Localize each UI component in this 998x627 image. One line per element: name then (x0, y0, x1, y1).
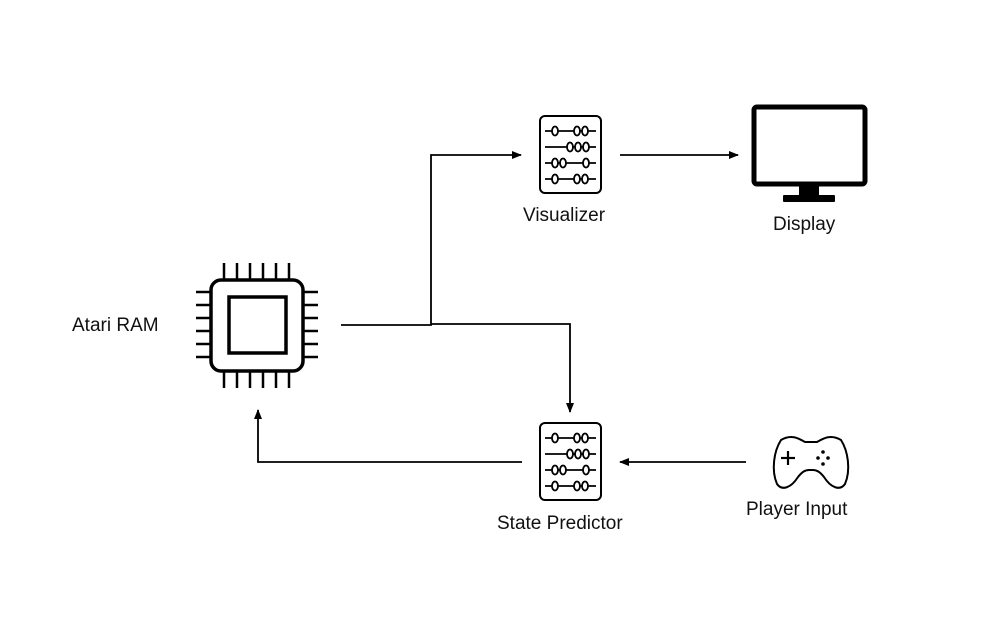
edge-ram-to-state-predictor (431, 323, 574, 413)
connector-lines (254, 151, 746, 466)
cpu-chip-icon (196, 263, 318, 388)
edge-ram-to-visualizer (341, 151, 522, 326)
edge-state-predictor-to-ram (254, 409, 522, 463)
monitor-icon (751, 104, 868, 202)
visualizer-abacus-icon (539, 115, 602, 194)
player-input-label: Player Input (746, 499, 848, 520)
atari-ram-label: Atari RAM (72, 315, 159, 336)
state-predictor-label: State Predictor (497, 513, 623, 534)
display-label: Display (773, 214, 836, 235)
state-predictor-abacus-icon (539, 422, 602, 501)
visualizer-label: Visualizer (523, 205, 606, 226)
gamepad-icon (772, 435, 850, 489)
